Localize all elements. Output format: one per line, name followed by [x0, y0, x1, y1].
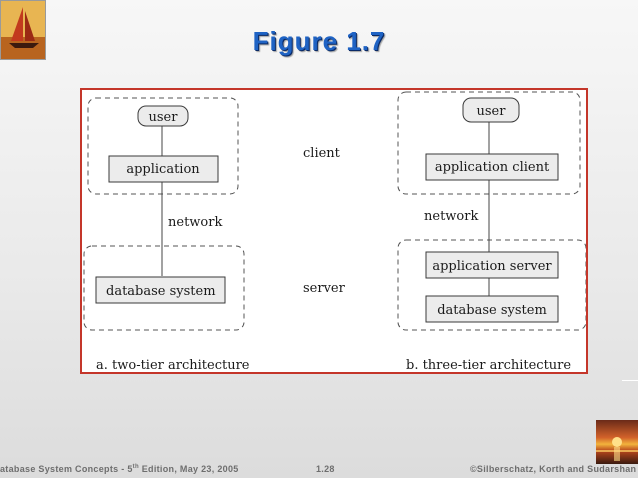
sunset-logo-icon [596, 420, 638, 464]
footer-course-date: Edition, May 23, 2005 [138, 464, 239, 474]
slide-title: Figure 1.7 [252, 26, 386, 56]
user-label: user [149, 110, 179, 125]
footer-course-info: atabase System Concepts - 5th Edition, M… [0, 464, 239, 474]
footer-page-number: 1.28 [316, 464, 335, 474]
client-tier-boundary [87, 97, 239, 195]
application-server-node [425, 251, 559, 279]
footer-copyright: ©Silberschatz, Korth and Sudarshan [470, 464, 637, 474]
footer-edition-sup: th [132, 464, 139, 470]
application-label: application [126, 162, 200, 177]
user-node [462, 97, 520, 123]
application-client-label: application client [435, 160, 550, 175]
application-server-label: application server [432, 259, 552, 274]
application-client-node [425, 153, 559, 181]
database-system-label: database system [106, 284, 216, 299]
footer-course-title: atabase System Concepts - 5 [0, 464, 133, 474]
server-tier-boundary [397, 239, 586, 331]
database-system-node [425, 295, 559, 323]
sailboat-logo-icon [0, 0, 46, 60]
network-label: network [424, 209, 478, 224]
divider [622, 380, 638, 381]
client-tier-boundary [397, 91, 581, 195]
user-node [137, 105, 189, 127]
server-label: server [303, 281, 346, 296]
database-system-label: database system [437, 303, 547, 318]
network-label: network [168, 215, 222, 230]
server-tier-boundary [83, 245, 245, 331]
three-tier-caption: b. three-tier architecture [406, 358, 571, 372]
user-label: user [477, 104, 507, 119]
client-label: client [303, 146, 341, 161]
two-tier-caption: a. two-tier architecture [96, 358, 250, 372]
application-node [108, 155, 219, 183]
database-system-node [95, 276, 226, 304]
architecture-figure: user application network database system… [80, 88, 588, 374]
